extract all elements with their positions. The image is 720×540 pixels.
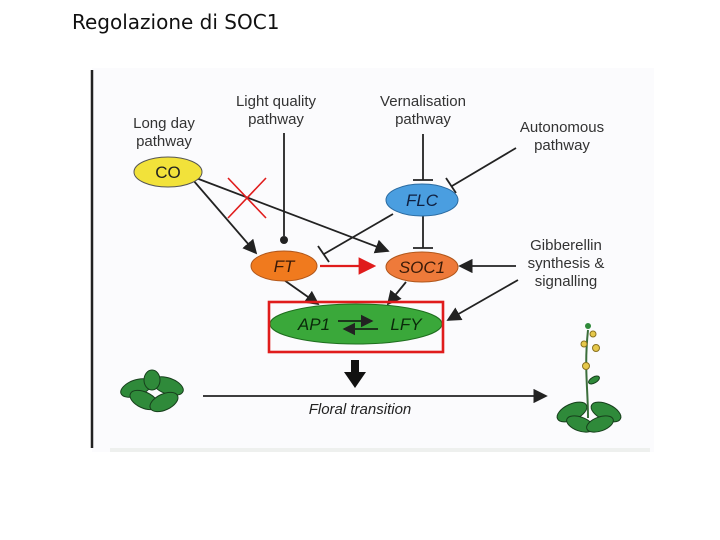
- ft-label: FT: [274, 257, 296, 276]
- svg-text:pathway: pathway: [395, 111, 451, 128]
- svg-text:Autonomous: Autonomous: [520, 119, 604, 136]
- arrow-co-to-soc1: [195, 177, 390, 254]
- svg-text:signalling: signalling: [535, 273, 598, 290]
- svg-text:Long day: Long day: [133, 115, 195, 132]
- vernalisation-pathway-label: Vernalisation pathway: [380, 93, 466, 128]
- svg-text:Light quality: Light quality: [236, 93, 317, 110]
- rosette-plant-icon: [120, 369, 184, 413]
- autonomous-pathway-label: Autonomous pathway: [520, 119, 604, 154]
- light-quality-dot: [280, 236, 288, 244]
- svg-text:pathway: pathway: [136, 133, 192, 150]
- highlight-box: [267, 300, 445, 354]
- slide-title: Regolazione di SOC1: [72, 10, 280, 34]
- inhibit-flc-ft: [323, 213, 394, 255]
- svg-text:pathway: pathway: [534, 137, 590, 154]
- red-cross-mark: [227, 177, 267, 219]
- ft-node: FT: [250, 250, 318, 282]
- arrow-co-to-ft: [192, 179, 258, 255]
- flowering-plant-icon: [556, 323, 622, 433]
- floral-transition-label: Floral transition: [309, 401, 412, 418]
- inhibit-autonomous-flc: [451, 147, 517, 187]
- gibberellin-pathway-label: Gibberellin synthesis & signalling: [528, 237, 605, 290]
- svg-text:Vernalisation: Vernalisation: [380, 93, 466, 110]
- flc-node: FLC: [385, 183, 459, 217]
- long-day-pathway-label: Long day pathway: [133, 115, 195, 150]
- svg-text:pathway: pathway: [248, 111, 304, 128]
- lfy-label: LFY: [390, 315, 423, 334]
- co-label: CO: [155, 163, 181, 182]
- flowering-pathway-diagram: Long day pathway Light quality pathway V…: [88, 68, 654, 452]
- soc1-label: SOC1: [399, 258, 445, 277]
- svg-text:synthesis &: synthesis &: [528, 255, 605, 272]
- soc1-node: SOC1: [385, 251, 459, 283]
- svg-text:Gibberellin: Gibberellin: [530, 237, 602, 254]
- arrow-gibberellin-to-lfy: [446, 279, 519, 321]
- ap1-lfy-node: AP1 LFY: [269, 303, 443, 345]
- light-quality-pathway-label: Light quality pathway: [236, 93, 317, 128]
- flc-label: FLC: [406, 191, 439, 210]
- arrow-soc1-to-lfy: [386, 281, 407, 306]
- ap1-label: AP1: [297, 315, 330, 334]
- co-node: CO: [133, 156, 203, 188]
- down-arrow-to-floral-transition: [344, 360, 366, 388]
- arrow-ft-to-ap1: [283, 279, 320, 306]
